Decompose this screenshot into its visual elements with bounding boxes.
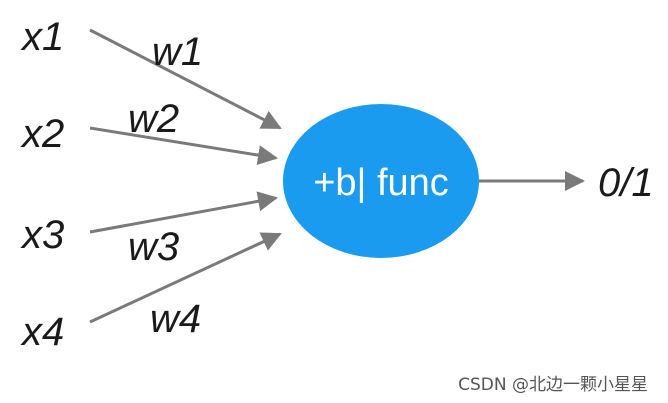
weight-label-w2: w2 [128, 97, 179, 141]
weight-label-w1: w1 [152, 30, 203, 74]
input-label-x3: x3 [20, 213, 64, 257]
edge-x4 [89, 232, 282, 324]
neuron-node [283, 104, 479, 258]
edge-x2 [89, 126, 278, 166]
edge-x3 [89, 191, 278, 234]
input-label-x4: x4 [20, 310, 64, 354]
output-label: 0/1 [598, 161, 654, 205]
weight-label-w4: w4 [150, 297, 201, 341]
watermark: CSDN @北边一颗小星星 [458, 375, 648, 395]
input-label-x1: x1 [20, 15, 64, 59]
node-label: +b| func [313, 162, 449, 204]
edge-x1 [89, 28, 282, 130]
input-label-x2: x2 [20, 112, 64, 156]
weight-label-w3: w3 [128, 225, 179, 269]
